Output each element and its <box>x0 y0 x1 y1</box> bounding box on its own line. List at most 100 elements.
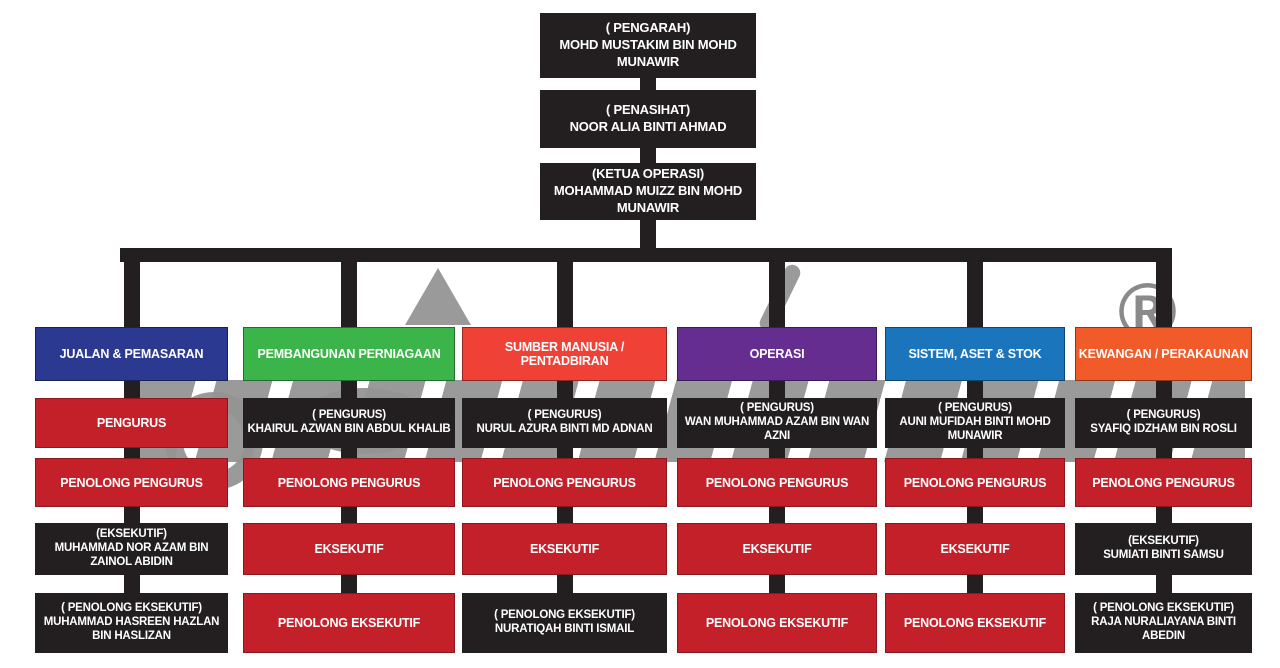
connector-vertical <box>123 448 140 458</box>
position-label: PENOLONG PENGURUS <box>705 475 849 490</box>
connector-vertical <box>556 262 573 327</box>
person-name: SYAFIQ IDZHAM BIN ROSLI <box>1090 423 1237 435</box>
person-box: ( PENOLONG EKSEKUTIF) MUHAMMAD HASREEN H… <box>35 593 228 653</box>
person-box: (EKSEKUTIF) SUMIATI BINTI SAMSU <box>1075 523 1252 575</box>
node-role: (KETUA OPERASI) <box>591 166 705 182</box>
person-box: (EKSEKUTIF) MUHAMMAD NOR AZAM BIN ZAINOL… <box>35 523 228 575</box>
connector-vertical <box>640 220 656 248</box>
position-box: PENOLONG PENGURUS <box>885 458 1065 507</box>
person-role: ( PENGURUS) <box>1126 409 1201 422</box>
person-box: ( PENGURUS) AUNI MUFIDAH BINTI MOHD MUNA… <box>885 398 1065 448</box>
person-box: ( PENGURUS) NURUL AZURA BINTI MD ADNAN <box>462 398 667 448</box>
person-name: WAN MUHAMMAD AZAM BIN WAN AZNI <box>684 416 870 442</box>
department-label: OPERASI <box>749 347 805 361</box>
department-label: JUALAN & PEMASARAN <box>59 347 204 361</box>
position-label: EKSEKUTIF <box>742 542 812 556</box>
position-label: EKSEKUTIF <box>529 542 600 556</box>
person-name: RAJA NURALIAYANA BINTI ABEDIN <box>1091 616 1236 642</box>
person-name: AUNI MUFIDAH BINTI MOHD MUNAWIR <box>899 416 1051 442</box>
position-box: PENOLONG PENGURUS <box>35 458 228 507</box>
position-label: PENOLONG PENGURUS <box>60 475 203 490</box>
position-box: PENGURUS <box>35 398 228 448</box>
connector-vertical <box>123 262 140 327</box>
connector-vertical <box>341 381 357 398</box>
connector-vertical <box>1155 381 1172 398</box>
person-name: KHAIRUL AZWAN BIN ABDUL KHALIB <box>247 423 451 435</box>
node-role: ( PENGARAH) <box>605 20 691 36</box>
connector-vertical <box>123 381 140 398</box>
position-label: PENOLONG PENGURUS <box>1092 475 1235 490</box>
position-box: PENOLONG PENGURUS <box>677 458 877 507</box>
connector-vertical <box>1155 507 1172 523</box>
department-header: PEMBANGUNAN PERNIAGAAN <box>243 327 455 381</box>
connector-vertical <box>769 448 785 458</box>
connector-vertical <box>769 507 785 523</box>
person-role: (EKSEKUTIF) <box>96 528 167 541</box>
dept-column-operasi: OPERASI ( PENGURUS) WAN MUHAMMAD AZAM BI… <box>677 262 877 653</box>
watermark-triangle-shape <box>405 268 471 325</box>
position-box: EKSEKUTIF <box>462 523 667 575</box>
department-header: JUALAN & PEMASARAN <box>35 327 228 381</box>
connector-horizontal <box>120 248 1172 262</box>
connector-vertical <box>967 381 983 398</box>
connector-vertical <box>341 448 357 458</box>
connector-vertical <box>1155 448 1172 458</box>
dept-column-kewangan-perakaunan: KEWANGAN / PERAKAUNAN ( PENGURUS) SYAFIQ… <box>1075 262 1252 653</box>
connector-vertical <box>341 575 357 593</box>
node-name: NOOR ALIA BINTI AHMAD <box>569 119 727 134</box>
connector-vertical <box>556 507 573 523</box>
dept-column-sistem-aset-stok: SISTEM, ASET & STOK ( PENGURUS) AUNI MUF… <box>885 262 1065 653</box>
dept-column-pembangunan-perniagaan: PEMBANGUNAN PERNIAGAAN ( PENGURUS) KHAIR… <box>243 262 455 653</box>
position-label: PENOLONG EKSEKUTIF <box>903 616 1047 630</box>
connector-vertical <box>341 262 357 327</box>
person-name: NURATIQAH BINTI ISMAIL <box>494 623 635 635</box>
department-label: PEMBANGUNAN PERNIAGAAN <box>257 347 441 361</box>
node-penasihat: ( PENASIHAT) NOOR ALIA BINTI AHMAD <box>540 90 756 148</box>
position-box: PENOLONG PENGURUS <box>462 458 667 507</box>
node-name: MOHD MUSTAKIM BIN MOHD MUNAWIR <box>559 37 737 69</box>
person-box: ( PENGURUS) SYAFIQ IDZHAM BIN ROSLI <box>1075 398 1252 448</box>
connector-vertical <box>967 262 983 327</box>
department-header: OPERASI <box>677 327 877 381</box>
department-header: KEWANGAN / PERAKAUNAN <box>1075 327 1252 381</box>
position-label: PENGURUS <box>96 416 167 430</box>
person-box: ( PENGURUS) KHAIRUL AZWAN BIN ABDUL KHAL… <box>243 398 455 448</box>
position-label: PENOLONG EKSEKUTIF <box>277 616 421 630</box>
person-role: ( PENOLONG EKSEKUTIF) <box>1093 602 1234 615</box>
person-box: ( PENOLONG EKSEKUTIF) NURATIQAH BINTI IS… <box>462 593 667 653</box>
person-role: ( PENOLONG EKSEKUTIF) <box>61 602 202 615</box>
person-role: ( PENGURUS) <box>312 409 386 422</box>
connector-vertical <box>556 575 573 593</box>
node-ketua-operasi: (KETUA OPERASI) MOHAMMAD MUIZZ BIN MOHD … <box>540 163 756 220</box>
person-role: ( PENGURUS) <box>527 409 602 422</box>
node-name: MOHAMMAD MUIZZ BIN MOHD MUNAWIR <box>553 183 743 215</box>
connector-vertical <box>769 262 785 327</box>
department-header: SISTEM, ASET & STOK <box>885 327 1065 381</box>
dept-column-sumber-manusia: SUMBER MANUSIA / PENTADBIRAN ( PENGURUS)… <box>462 262 667 653</box>
person-box: ( PENGURUS) WAN MUHAMMAD AZAM BIN WAN AZ… <box>677 398 877 448</box>
person-name: MUHAMMAD HASREEN HAZLAN BIN HASLIZAN <box>43 616 220 642</box>
person-name: MUHAMMAD NOR AZAM BIN ZAINOL ABIDIN <box>54 542 209 568</box>
node-role: ( PENASIHAT) <box>605 102 691 118</box>
connector-vertical <box>1155 262 1172 327</box>
connector-vertical <box>967 448 983 458</box>
position-box: EKSEKUTIF <box>677 523 877 575</box>
person-name: SUMIATI BINTI SAMSU <box>1103 549 1224 561</box>
connector-vertical <box>556 448 573 458</box>
position-box: PENOLONG PENGURUS <box>243 458 455 507</box>
dept-column-jualan-pemasaran: JUALAN & PEMASARAN PENGURUS PENOLONG PEN… <box>35 262 228 653</box>
position-label: PENOLONG EKSEKUTIF <box>705 616 849 630</box>
position-label: EKSEKUTIF <box>940 542 1010 556</box>
position-label: EKSEKUTIF <box>314 542 384 556</box>
person-name: NURUL AZURA BINTI MD ADNAN <box>476 423 653 435</box>
connector-vertical <box>967 507 983 523</box>
position-label: PENOLONG PENGURUS <box>903 475 1047 490</box>
position-box: EKSEKUTIF <box>885 523 1065 575</box>
leadership-stack: ( PENGARAH) MOHD MUSTAKIM BIN MOHD MUNAW… <box>540 13 756 248</box>
connector-vertical <box>640 78 656 90</box>
department-label: KEWANGAN / PERAKAUNAN <box>1078 347 1249 361</box>
node-pengarah: ( PENGARAH) MOHD MUSTAKIM BIN MOHD MUNAW… <box>540 13 756 78</box>
connector-vertical <box>967 575 983 593</box>
department-header: SUMBER MANUSIA / PENTADBIRAN <box>462 327 667 381</box>
department-label: SISTEM, ASET & STOK <box>908 347 1042 361</box>
